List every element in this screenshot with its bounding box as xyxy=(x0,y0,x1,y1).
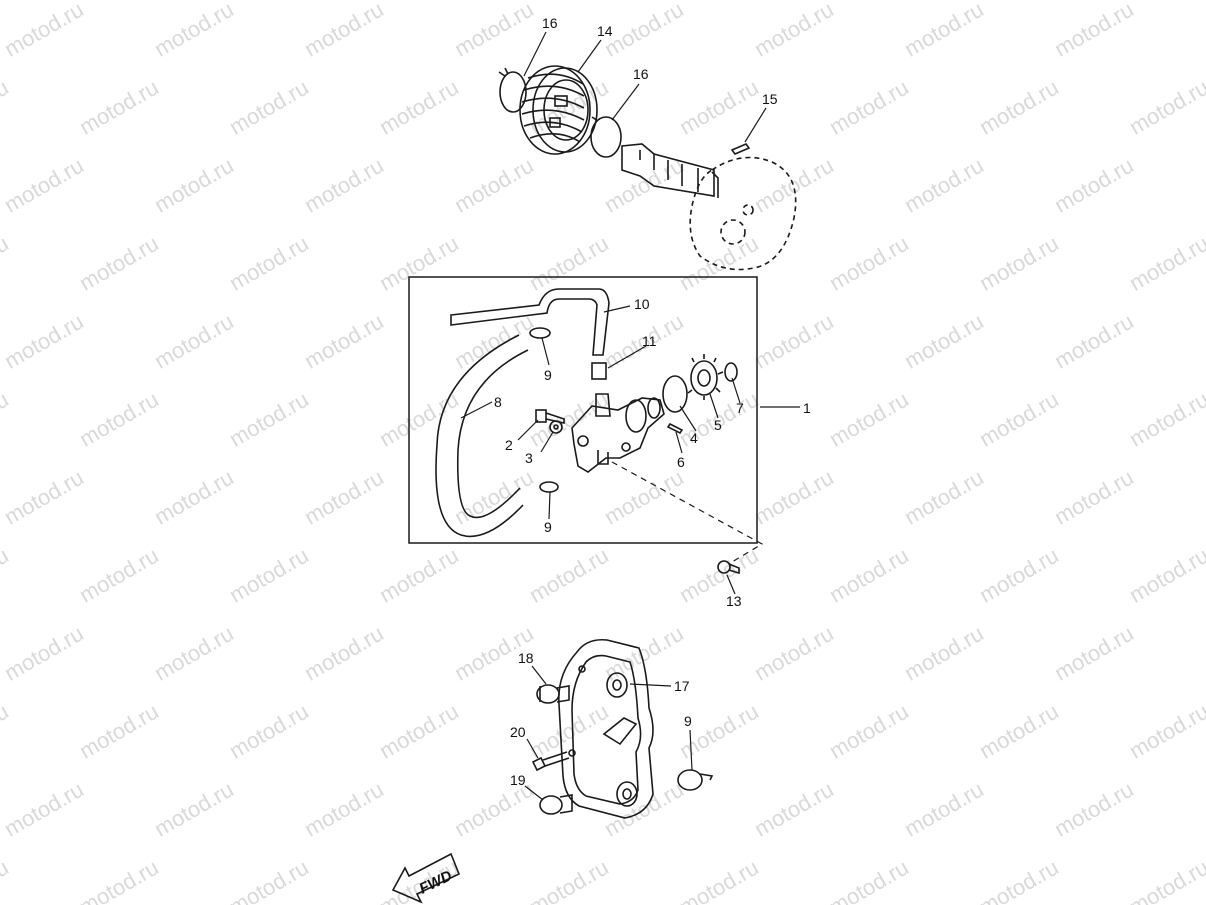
washer xyxy=(549,420,563,434)
circlip-right xyxy=(590,116,622,158)
hose-sleeve xyxy=(591,362,607,380)
callout-7: 7 xyxy=(736,400,744,416)
screw xyxy=(535,409,565,424)
callout-labels: 16 14 16 15 10 11 9 8 2 3 4 5 6 7 1 9 13… xyxy=(494,15,811,788)
callout-15: 15 xyxy=(762,91,778,107)
cover-screw xyxy=(531,751,570,772)
fwd-arrow-icon xyxy=(391,852,461,904)
grommet-lower xyxy=(539,794,573,815)
callout-17: 17 xyxy=(674,678,690,694)
callout-14: 14 xyxy=(597,23,613,39)
crankcase-outline xyxy=(689,156,797,271)
callout-9b: 9 xyxy=(544,519,552,535)
dowel-pin xyxy=(666,422,684,435)
flange-bolt xyxy=(717,560,740,575)
callout-5: 5 xyxy=(714,417,722,433)
circlip-left xyxy=(498,67,527,113)
callout-4: 4 xyxy=(690,430,698,446)
callout-19: 19 xyxy=(510,772,526,788)
callout-16b: 16 xyxy=(633,66,649,82)
grommet-upper xyxy=(536,684,570,704)
callout-1: 1 xyxy=(803,400,811,416)
callout-20: 20 xyxy=(510,724,526,740)
leader-lines xyxy=(460,31,800,801)
oil-hose-lower xyxy=(435,334,529,538)
drive-gear xyxy=(519,65,598,155)
callout-10: 10 xyxy=(634,296,650,312)
callout-2: 2 xyxy=(505,437,513,453)
pump-assembly-box xyxy=(408,276,758,544)
hose-clamp-lower xyxy=(539,481,559,493)
o-ring xyxy=(662,375,688,413)
callout-16a: 16 xyxy=(542,15,558,31)
callout-8: 8 xyxy=(494,394,502,410)
callout-18: 18 xyxy=(518,650,534,666)
callout-6: 6 xyxy=(677,454,685,470)
pump-cover xyxy=(558,638,654,819)
gear-circlip xyxy=(724,362,738,382)
pump-gear xyxy=(687,354,724,400)
callout-11: 11 xyxy=(642,333,657,349)
hose-clamp-bottom xyxy=(677,769,714,791)
oil-pump xyxy=(571,393,665,473)
oil-hose-upper xyxy=(450,288,610,356)
callout-9c: 9 xyxy=(684,713,692,729)
hose-clamp-upper xyxy=(529,327,551,339)
callout-3: 3 xyxy=(525,450,533,466)
bolt-guide-line xyxy=(611,461,764,563)
callout-9a: 9 xyxy=(544,367,552,383)
crank-shaft xyxy=(621,143,719,198)
fwd-label: FWD xyxy=(417,867,455,897)
pin xyxy=(730,143,751,155)
callout-13: 13 xyxy=(726,593,742,609)
